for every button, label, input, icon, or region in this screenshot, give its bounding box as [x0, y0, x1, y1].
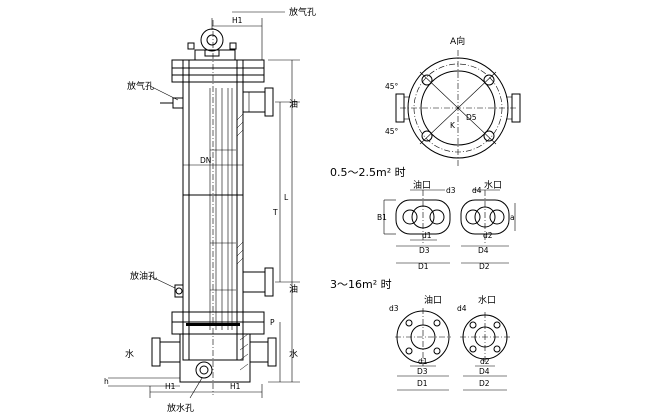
- oil-outlet-label: 油: [289, 283, 298, 295]
- small-d4: d4: [472, 186, 482, 195]
- large-D3: D3: [417, 367, 428, 376]
- small-a: a: [510, 213, 515, 222]
- small-D4: D4: [478, 246, 489, 255]
- drain-water-label: 放水孔: [167, 402, 194, 414]
- top-vent-label: 放气孔: [289, 6, 316, 18]
- large-d1: d1: [418, 357, 428, 366]
- small-oil-port: 油口: [413, 179, 431, 191]
- small-D3: D3: [419, 246, 430, 255]
- large-d3: d3: [389, 304, 399, 313]
- elevation-labels: 放气孔 放气孔 放油孔 放水孔 油 油 水 水 H1 DN T L P h H1…: [104, 6, 316, 414]
- small-water-port: 水口: [484, 179, 502, 191]
- small-section: 0.5～2.5m² 时 油口 水口 d3 d4 B1 a d1 d2 D3 D4: [330, 166, 516, 271]
- drain-oil-label: 放油孔: [130, 270, 157, 282]
- small-d3: d3: [446, 186, 456, 195]
- large-oil-port: 油口: [424, 294, 442, 306]
- small-d1: d1: [422, 231, 432, 240]
- dim-l: L: [284, 193, 289, 202]
- water-right-label: 水: [289, 348, 298, 360]
- small-D2: D2: [479, 262, 490, 271]
- view-a-angle-top: 45°: [385, 82, 399, 91]
- large-d2: d2: [480, 357, 490, 366]
- large-D1: D1: [417, 379, 428, 388]
- large-d4: d4: [457, 304, 467, 313]
- small-d2: d2: [483, 231, 493, 240]
- elevation-dimensions: [108, 11, 300, 399]
- small-section-heading: 0.5～2.5m² 时: [330, 166, 406, 179]
- dim-dn: DN: [200, 156, 211, 165]
- dim-h: h: [104, 377, 109, 386]
- view-a-angle-bottom: 45°: [385, 127, 399, 136]
- dim-t: T: [272, 208, 278, 217]
- water-left-label: 水: [125, 348, 134, 360]
- view-a-title: A向: [450, 35, 465, 47]
- large-section: 3～16m² 时 油口 水口 d3 d4 d1 d2 D3 D4 D1 D2: [330, 278, 510, 391]
- large-section-heading: 3～16m² 时: [330, 278, 392, 291]
- view-a: A向 45° 45° D5 K: [385, 35, 521, 166]
- small-D1: D1: [418, 262, 429, 271]
- dim-h1-top: H1: [232, 16, 243, 25]
- large-D2: D2: [479, 379, 490, 388]
- dim-h1-bottom-right: H1: [230, 382, 241, 391]
- small-b1: B1: [377, 213, 387, 222]
- large-D4: D4: [479, 367, 490, 376]
- view-a-k: K: [450, 121, 456, 130]
- side-vent-label: 放气孔: [127, 80, 154, 92]
- elevation-view: [151, 20, 277, 395]
- dim-h1-bottom-left: H1: [165, 382, 176, 391]
- view-a-d5: D5: [466, 113, 477, 122]
- dim-p: P: [270, 318, 275, 327]
- oil-inlet-label: 油: [289, 98, 298, 110]
- large-water-port: 水口: [478, 294, 496, 306]
